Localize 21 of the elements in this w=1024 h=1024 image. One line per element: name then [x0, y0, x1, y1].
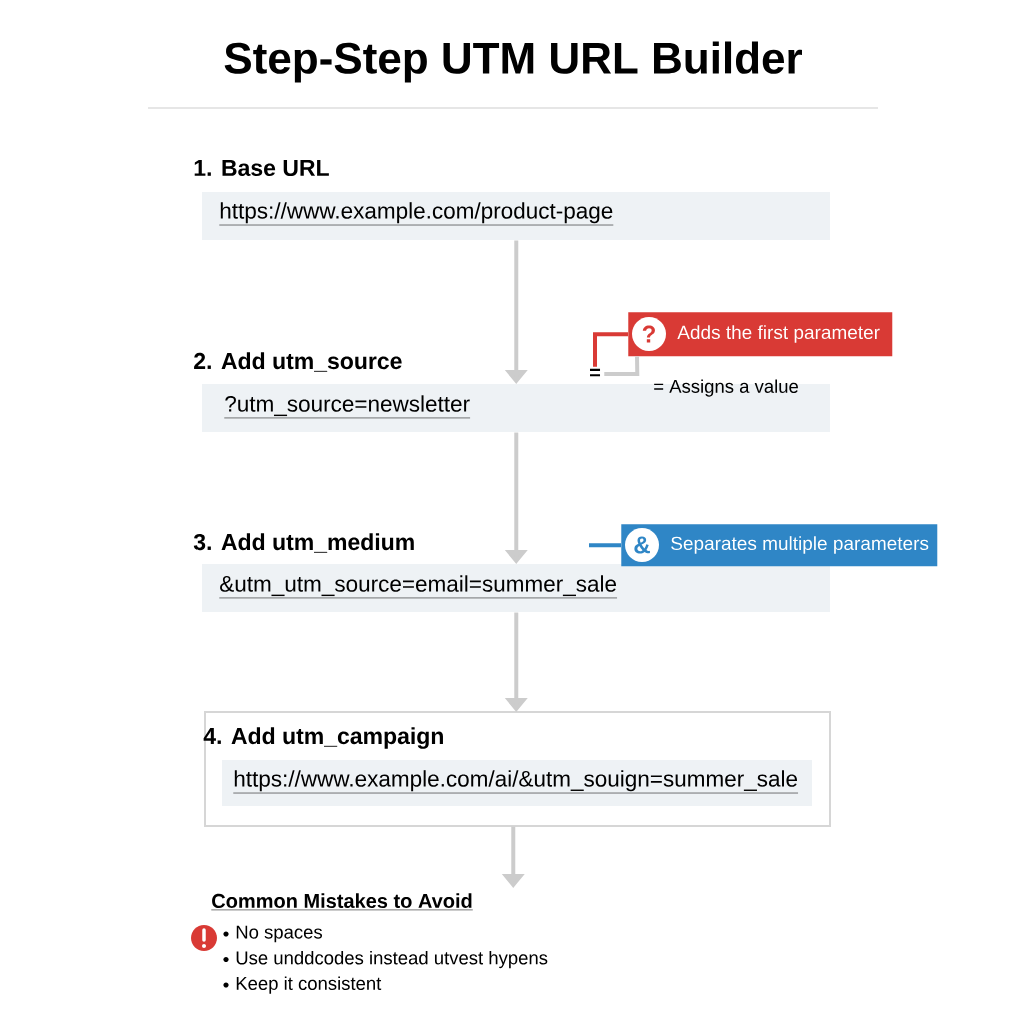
note-text: = Assigns a value: [654, 379, 798, 397]
callout-text: Adds the first parameter: [677, 325, 880, 343]
leader-line: [593, 332, 628, 367]
url-box: https://www.example.com/product-page: [202, 192, 830, 240]
step-heading: 4. Add utm_campaign: [203, 727, 443, 749]
bullet-item: No spaces: [223, 925, 322, 943]
callout-box: [628, 312, 893, 357]
title: Step-Step UTM URL Builder: [224, 41, 802, 83]
url-box: &utm_utm_source=email=summer_sale: [202, 564, 830, 612]
leader-line: [589, 543, 621, 548]
callout-text: Separates multiple parameters: [671, 536, 929, 554]
callout-box: [621, 524, 938, 567]
url-box: https://www.example.com/ai/&utm_souign=summer_sale: [222, 760, 812, 806]
leader-line: [604, 356, 640, 376]
list-heading: Common Mistakes to Avoid: [211, 893, 474, 911]
bullet-item: Keep it consistent: [223, 976, 382, 994]
step-heading: 3. Add utm_medium: [193, 533, 414, 553]
equals-sign: =: [590, 368, 600, 377]
step-heading: 1. Base URL: [194, 159, 329, 177]
step-heading: 2. Add utm_source: [194, 352, 402, 372]
bullet-item: Use unddcodes instead utvest hypens: [223, 950, 548, 969]
